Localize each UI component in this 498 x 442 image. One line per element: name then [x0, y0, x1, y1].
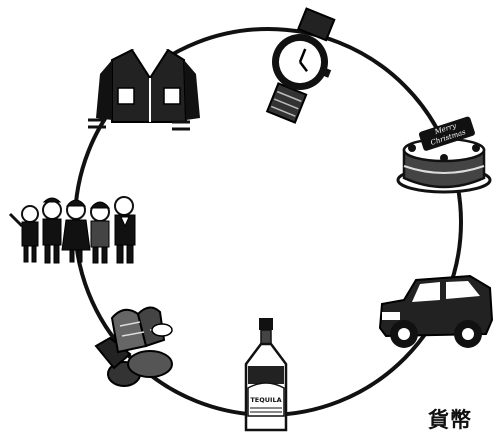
people-group-icon	[10, 197, 135, 263]
bottle-label-text: TEQUILA	[250, 396, 281, 404]
bread-basket-icon	[96, 307, 172, 386]
money-caption: 貨幣	[428, 404, 472, 434]
liquor-bottle-icon: TEQUILA	[246, 318, 286, 430]
christmas-cake-icon: Merry Christmas	[398, 116, 490, 192]
car-icon	[380, 276, 492, 348]
wristwatch-icon	[252, 3, 349, 127]
jacket-icon	[88, 50, 200, 129]
